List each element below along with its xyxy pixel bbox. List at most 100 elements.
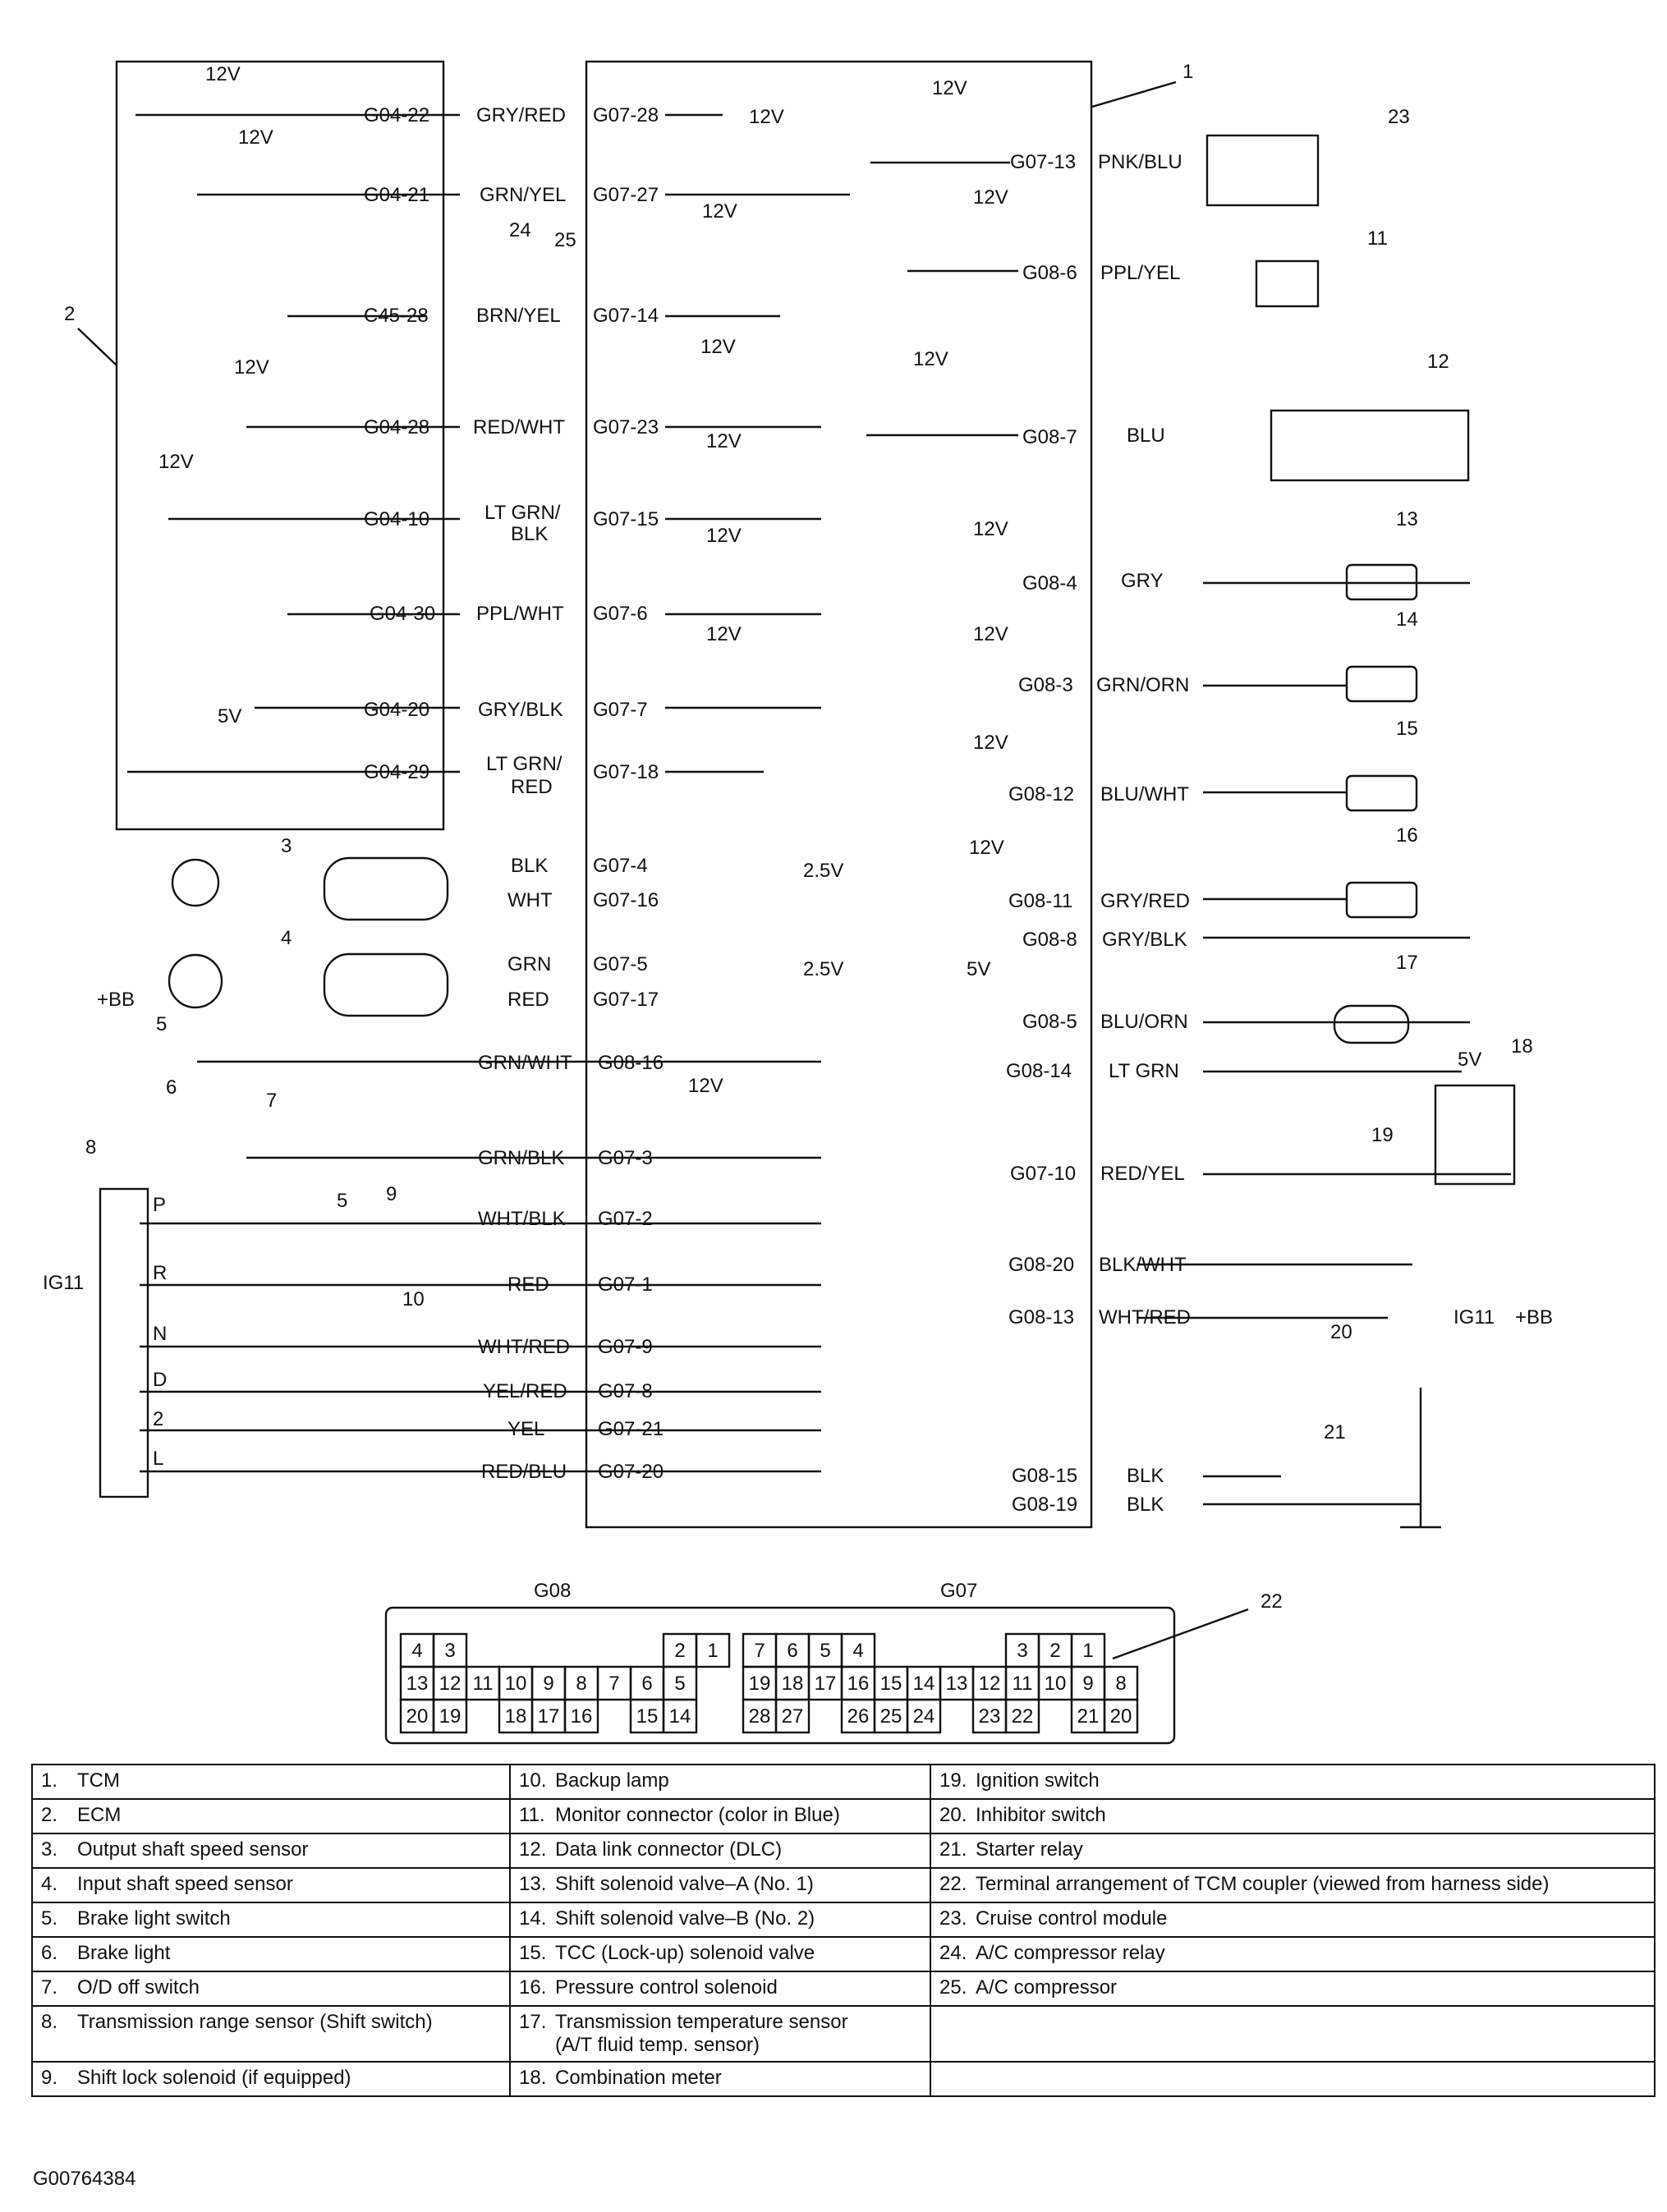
legend-item <box>930 2061 1656 2097</box>
wiring-diagram: 1 2 3 4 5 6 7 8 5 9 10 11 12 13 14 15 16… <box>43 60 1553 1745</box>
callout-21: 21 <box>1324 1421 1346 1443</box>
svg-text:N: N <box>153 1323 167 1345</box>
svg-text:G07-17: G07-17 <box>593 989 659 1011</box>
shield-cable <box>323 952 449 1017</box>
legend-item: 25.A/C compressor <box>930 1971 1656 2007</box>
coupler-pin-label: 15 <box>636 1705 659 1728</box>
coupler-pin-label: 16 <box>847 1673 870 1695</box>
svg-text:G07-7: G07-7 <box>593 699 648 721</box>
svg-text:L: L <box>153 1448 163 1470</box>
legend-item: 3.Output shaft speed sensor <box>31 1833 511 1869</box>
svg-text:12V: 12V <box>688 1075 723 1097</box>
svg-text:GRN/YEL: GRN/YEL <box>480 184 566 206</box>
legend-item: 18.Combination meter <box>509 2061 931 2097</box>
coupler-pin-label: 4 <box>411 1640 422 1662</box>
svg-text:PPL/YEL: PPL/YEL <box>1100 262 1180 284</box>
svg-text:BLU/ORN: BLU/ORN <box>1100 1011 1188 1033</box>
legend-table: 1.TCM 10.Backup lamp 19.Ignition switch … <box>31 1764 1656 2097</box>
svg-text:12V: 12V <box>238 126 273 149</box>
coupler-pin-label: 9 <box>543 1673 553 1695</box>
svg-text:12V: 12V <box>932 77 967 99</box>
coupler-pin-label: 1 <box>1082 1640 1093 1662</box>
coupler-pin-label: 18 <box>782 1673 804 1695</box>
coupler-pin-label: 18 <box>505 1705 527 1728</box>
legend-item: 7.O/D off switch <box>31 1971 511 2007</box>
coupler-pin-label: 7 <box>754 1640 765 1662</box>
svg-text:G07-10: G07-10 <box>1010 1163 1076 1185</box>
callout-23: 23 <box>1388 106 1410 128</box>
callout-5b: 5 <box>337 1190 347 1212</box>
svg-text:12V: 12V <box>706 525 742 547</box>
svg-text:G07-14: G07-14 <box>593 305 659 327</box>
legend-item: 16.Pressure control solenoid <box>509 1971 931 2007</box>
solenoids <box>1205 134 1516 1186</box>
svg-text:YEL: YEL <box>507 1418 544 1440</box>
svg-text:RED/YEL: RED/YEL <box>1100 1163 1185 1185</box>
coupler-pin-label: 9 <box>1082 1673 1093 1695</box>
svg-text:G08-6: G08-6 <box>1022 262 1077 284</box>
svg-text:G07-16: G07-16 <box>593 889 659 911</box>
coupler-pin-label: 25 <box>880 1705 902 1728</box>
svg-text:BLK: BLK <box>511 855 548 877</box>
coupler-cell <box>432 1698 468 1734</box>
svg-text:GRY/BLK: GRY/BLK <box>1102 929 1187 951</box>
coupler-pin-label: 28 <box>749 1705 771 1728</box>
figure-id: G00764384 <box>33 2168 136 2190</box>
legend-item: 4.Input shaft speed sensor <box>31 1867 511 1903</box>
range-positions: P R N D 2 L <box>153 1194 167 1470</box>
callout-14: 14 <box>1396 608 1418 631</box>
svg-text:12V: 12V <box>973 732 1008 754</box>
svg-text:G07-18: G07-18 <box>593 761 659 783</box>
svg-text:G08-8: G08-8 <box>1022 929 1077 951</box>
wires <box>127 113 1511 1506</box>
svg-text:+BB: +BB <box>1515 1306 1553 1329</box>
svg-text:LT GRN/: LT GRN/ <box>484 502 561 524</box>
callout-25: 25 <box>554 229 576 251</box>
svg-text:R: R <box>153 1262 167 1284</box>
legend-item: 5.Brake light switch <box>31 1902 511 1938</box>
svg-text:IG11: IG11 <box>1453 1306 1495 1329</box>
shield-cable <box>323 856 449 921</box>
legend-item: 2.ECM <box>31 1798 511 1834</box>
coupler-pin-label: 24 <box>913 1705 935 1728</box>
callout-13: 13 <box>1396 508 1418 530</box>
svg-text:G07-28: G07-28 <box>593 104 659 126</box>
svg-text:G07-2: G07-2 <box>598 1208 653 1230</box>
coupler-pin-label: 21 <box>1077 1705 1100 1728</box>
coupler-pin-label: 14 <box>913 1673 935 1695</box>
legend-item: 1.TCM <box>31 1764 511 1800</box>
svg-text:G07-6: G07-6 <box>593 603 648 625</box>
callout-2: 2 <box>64 303 75 325</box>
ecm-pin: G04-20 <box>364 699 429 721</box>
callout-16: 16 <box>1396 824 1418 847</box>
svg-text:12V: 12V <box>706 623 742 645</box>
svg-text:PNK/BLU: PNK/BLU <box>1098 151 1183 173</box>
legend-item: 8.Transmission range sensor (Shift switc… <box>31 2005 511 2063</box>
svg-text:G07-27: G07-27 <box>593 184 659 206</box>
coupler-pin-label: 6 <box>641 1673 652 1695</box>
svg-text:GRN/ORN: GRN/ORN <box>1096 674 1189 696</box>
svg-text:G08-3: G08-3 <box>1018 674 1073 696</box>
svg-text:2: 2 <box>153 1408 163 1430</box>
coupler-pin-label: 11 <box>473 1673 494 1695</box>
coupler-pin-label: 8 <box>1115 1673 1126 1695</box>
svg-text:12V: 12V <box>234 356 269 379</box>
coupler-cell <box>906 1698 942 1734</box>
legend-item: 14.Shift solenoid valve–B (No. 2) <box>509 1902 931 1938</box>
ecm-box <box>115 60 445 831</box>
svg-text:12V: 12V <box>973 623 1008 645</box>
callout-11: 11 <box>1367 227 1388 250</box>
coupler-pin-label: 14 <box>669 1705 691 1728</box>
coupler-pin-label: 13 <box>946 1673 968 1695</box>
legend-item: 23.Cruise control module <box>930 1902 1656 1938</box>
svg-text:+BB: +BB <box>97 989 135 1011</box>
coupler-pin-label: 15 <box>880 1673 902 1695</box>
gear-icon <box>171 858 220 907</box>
svg-text:12V: 12V <box>700 336 736 358</box>
svg-text:12V: 12V <box>158 451 194 473</box>
svg-text:RED: RED <box>507 989 549 1011</box>
svg-text:BLU/WHT: BLU/WHT <box>1100 783 1189 805</box>
svg-text:BLK: BLK <box>511 523 548 545</box>
coupler-pin-label: 22 <box>1012 1705 1034 1728</box>
legend-item: 6.Brake light <box>31 1936 511 1972</box>
